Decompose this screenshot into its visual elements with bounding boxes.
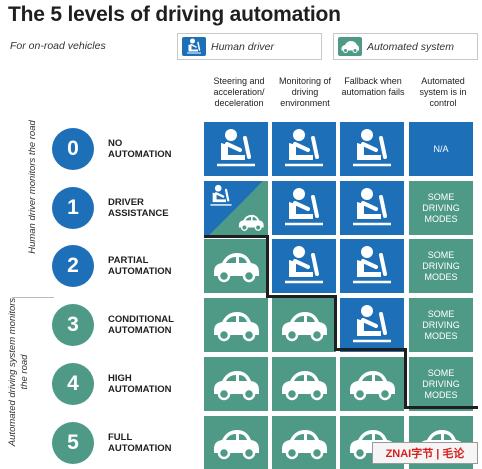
- human-driver-icon: [206, 183, 236, 209]
- level-name: HIGH AUTOMATION: [108, 372, 172, 396]
- automated-car-icon: [214, 371, 259, 401]
- watermark: ZNAI字节 | 毛论: [372, 442, 478, 464]
- cell-fallback-automated: [340, 357, 404, 411]
- level-name: NO AUTOMATION: [108, 137, 172, 161]
- level-row: 0 NO AUTOMATION: [52, 124, 206, 174]
- legend-human-label: Human driver: [211, 40, 275, 53]
- level-name: DRIVER ASSISTANCE: [108, 196, 169, 220]
- human-driver-icon: [353, 246, 391, 284]
- level-name: FULL AUTOMATION: [108, 431, 172, 455]
- automated-car-icon: [350, 371, 395, 401]
- automated-car-icon: [282, 371, 327, 401]
- page-subtitle: For on-road vehicles: [10, 40, 106, 52]
- level-row: 4 HIGH AUTOMATION: [52, 359, 206, 409]
- column-header-monitoring: Monitoring of driving environment: [278, 76, 332, 108]
- section-divider: [12, 297, 54, 298]
- page-title: The 5 levels of driving automation: [8, 3, 341, 26]
- boundary-line: [204, 235, 268, 238]
- cell-steering-automated: [204, 298, 268, 352]
- cell-steering-automated: [204, 416, 268, 469]
- level-number-badge: 5: [52, 422, 94, 464]
- human-driver-icon: [285, 188, 323, 226]
- human-driver-icon: [217, 129, 255, 167]
- human-driver-icon: [210, 184, 232, 206]
- human-driver-icon: [353, 129, 391, 167]
- column-header-fallback: Fallback when automation fails: [341, 76, 405, 97]
- cell-monitoring-automated: [272, 298, 336, 352]
- level-name: CONDITIONAL AUTOMATION: [108, 313, 174, 337]
- column-header-steering: Steering and acceleration/ deceleration: [213, 76, 265, 108]
- legend-automated-system: Automated system: [333, 33, 478, 60]
- cell-steering-automated: [204, 357, 268, 411]
- cell-fallback-human: [340, 181, 404, 235]
- human-driver-icon: [182, 37, 206, 56]
- boundary-line: [266, 295, 336, 298]
- cell-control-text: N/A: [409, 122, 473, 176]
- level-number-badge: 3: [52, 304, 94, 346]
- level-name: PARTIAL AUTOMATION: [108, 254, 172, 278]
- cell-fallback-human: [340, 298, 404, 352]
- automated-car-icon: [214, 253, 259, 283]
- automated-car-icon: [282, 312, 327, 342]
- level-row: 5 FULL AUTOMATION: [52, 418, 206, 468]
- automated-car-icon: [338, 37, 362, 56]
- cell-steering-shared: [204, 181, 268, 235]
- cell-monitoring-human: [272, 122, 336, 176]
- level-row: 2 PARTIAL AUTOMATION: [52, 241, 206, 291]
- cell-control-text: SOME DRIVING MODES: [409, 357, 473, 411]
- cell-steering-automated: [204, 239, 268, 293]
- cell-steering-human: [204, 122, 268, 176]
- boundary-line: [404, 406, 478, 409]
- cell-fallback-human: [340, 239, 404, 293]
- boundary-line: [334, 348, 406, 351]
- automated-car-icon: [236, 211, 266, 233]
- automated-car-icon: [214, 430, 259, 460]
- column-header-control: Automated system is in control: [419, 76, 467, 108]
- cell-monitoring-human: [272, 181, 336, 235]
- cell-control-text: SOME DRIVING MODES: [409, 298, 473, 352]
- cell-fallback-human: [340, 122, 404, 176]
- cell-control-text: SOME DRIVING MODES: [409, 181, 473, 235]
- level-number-badge: 4: [52, 363, 94, 405]
- cell-control-text: SOME DRIVING MODES: [409, 239, 473, 293]
- level-row: 1 DRIVER ASSISTANCE: [52, 183, 206, 233]
- legend-auto-label: Automated system: [367, 40, 454, 53]
- level-number-badge: 0: [52, 128, 94, 170]
- human-driver-icon: [285, 246, 323, 284]
- boundary-line: [266, 235, 269, 297]
- side-label-human: Human driver monitors the road: [27, 120, 38, 254]
- automated-car-icon: [238, 214, 264, 231]
- boundary-line: [334, 295, 337, 350]
- cell-monitoring-automated: [272, 416, 336, 469]
- side-label-auto: Automated driving system monitors the ro…: [7, 297, 30, 447]
- human-driver-icon: [353, 305, 391, 343]
- legend-human-driver: Human driver: [177, 33, 322, 60]
- cell-monitoring-human: [272, 239, 336, 293]
- level-row: 3 CONDITIONAL AUTOMATION: [52, 300, 206, 350]
- level-number-badge: 1: [52, 187, 94, 229]
- human-driver-icon: [285, 129, 323, 167]
- cell-monitoring-automated: [272, 357, 336, 411]
- human-driver-icon: [353, 188, 391, 226]
- level-number-badge: 2: [52, 245, 94, 287]
- automated-car-icon: [282, 430, 327, 460]
- boundary-line: [404, 348, 407, 408]
- automated-car-icon: [214, 312, 259, 342]
